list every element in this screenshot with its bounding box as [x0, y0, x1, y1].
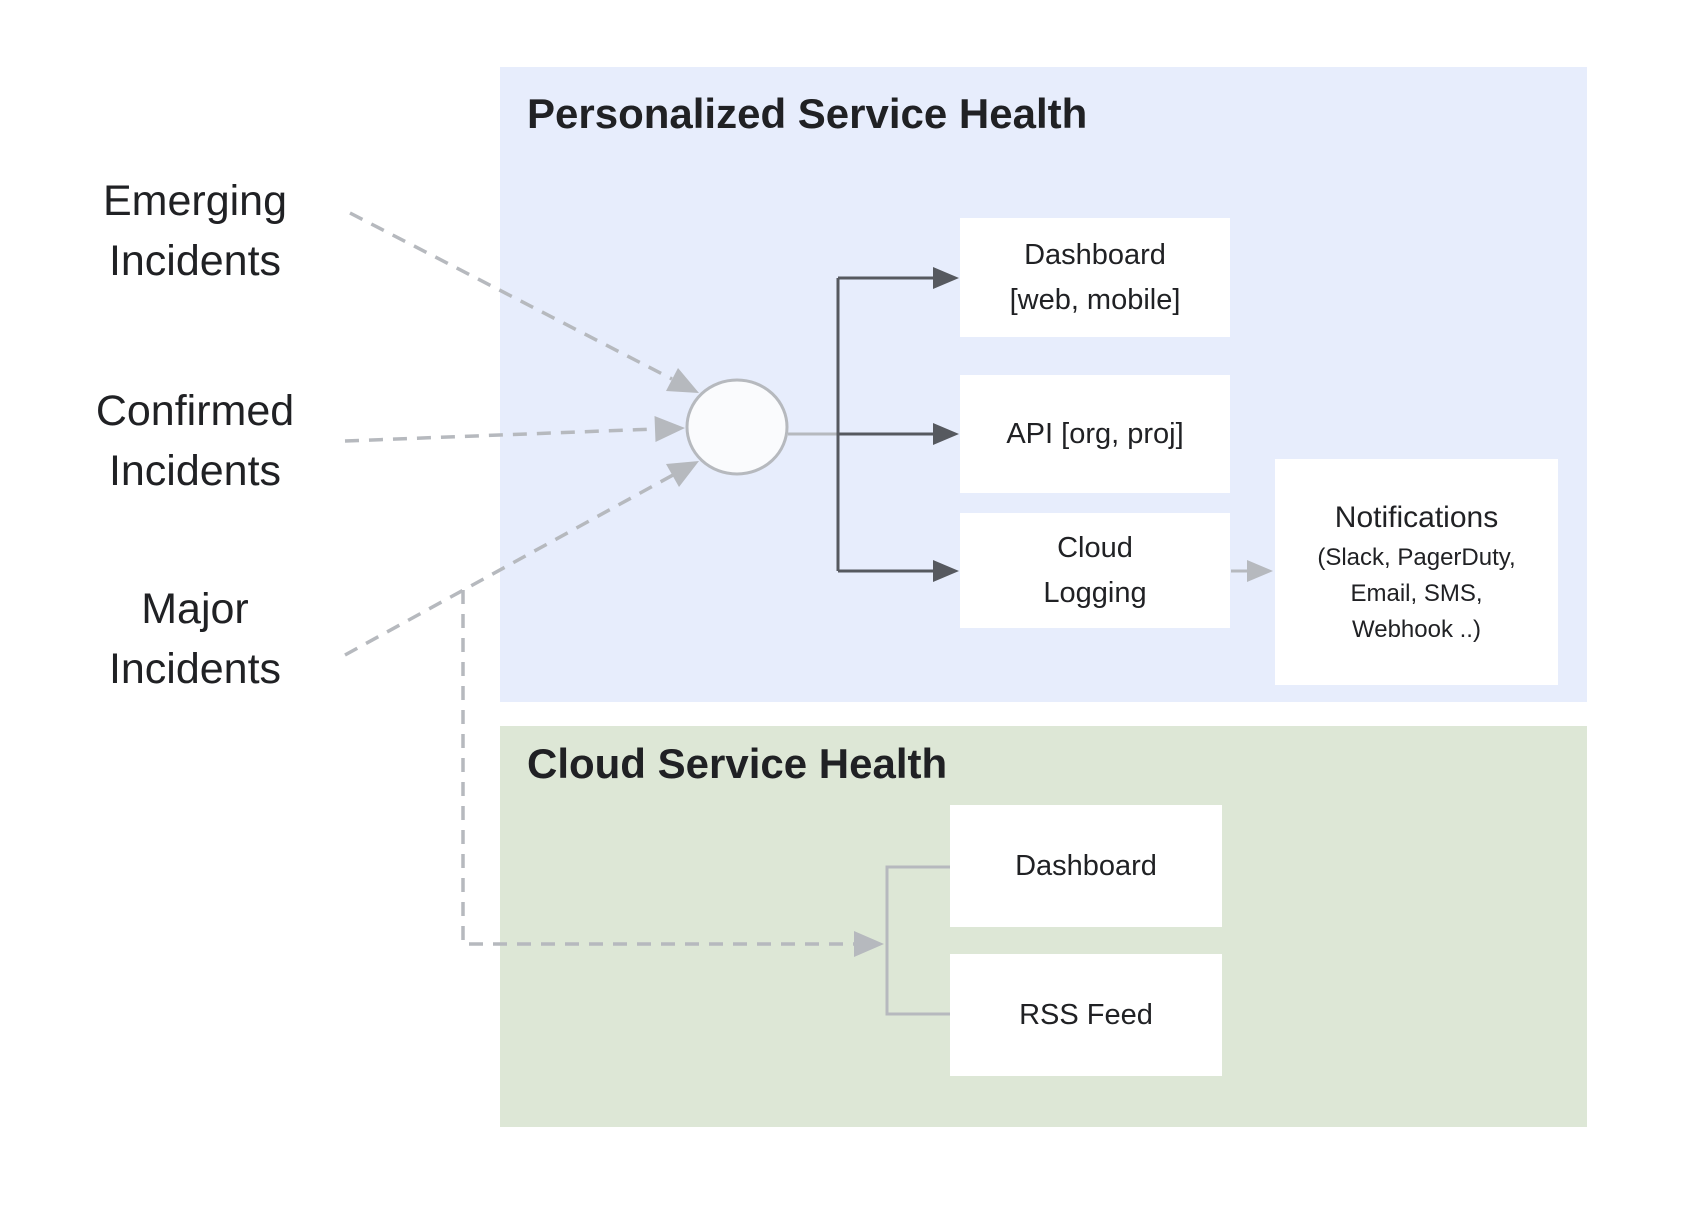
label-line: Confirmed: [95, 387, 295, 435]
confirmed-incidents-arrowhead-icon: [654, 416, 685, 442]
notifications-arrowhead-icon: [1247, 560, 1273, 582]
notifications-box: Notifications (Slack, PagerDuty, Email, …: [1275, 459, 1558, 685]
emerging-incidents-dashed-line: [349, 211, 673, 381]
api-arrowhead-icon: [933, 423, 959, 445]
confirmed-incidents-dashed-line: [344, 427, 656, 443]
cloud-panel-title: Cloud Service Health: [527, 740, 948, 787]
box-line: Cloud: [1057, 531, 1133, 564]
notifications-title: Notifications: [1334, 501, 1499, 534]
box-line: Logging: [1043, 576, 1147, 609]
personalized-panel-title: Personalized Service Health: [527, 90, 1088, 137]
cloud-dashboard-box: Dashboard: [950, 805, 1222, 927]
dashboard-arrowhead-icon: [933, 267, 959, 289]
notifications-sub-line: Webhook ..): [1352, 616, 1481, 643]
label-line: Major: [141, 585, 249, 633]
label-emerging-incidents: Emerging Incidents: [45, 171, 345, 291]
box-line: [web, mobile]: [1009, 283, 1181, 316]
box-line: RSS Feed: [1019, 998, 1153, 1031]
cloud-logging-box: Cloud Logging: [960, 513, 1230, 628]
box-line: API [org, proj]: [1006, 417, 1184, 450]
api-org-proj-box: API [org, proj]: [960, 375, 1230, 493]
notifications-sub-line: (Slack, PagerDuty,: [1317, 544, 1516, 571]
label-line: Incidents: [108, 237, 282, 285]
label-major-incidents: Major Incidents: [45, 579, 345, 699]
dashboard-web-mobile-box: Dashboard [web, mobile]: [960, 218, 1230, 337]
rss-feed-box: RSS Feed: [950, 954, 1222, 1076]
label-line: Incidents: [108, 645, 282, 693]
box-line: Dashboard: [1015, 849, 1157, 882]
cloud-logging-arrowhead-icon: [933, 560, 959, 582]
hub-circle-node: [685, 378, 789, 476]
label-line: Incidents: [108, 447, 282, 495]
notifications-sub-line: Email, SMS,: [1350, 580, 1483, 607]
emerging-incidents-arrowhead-icon: [666, 368, 699, 393]
box-line: Dashboard: [1024, 238, 1166, 271]
cloud-panel-bracket-line: [885, 865, 950, 1016]
cloud-service-health-arrowhead-icon: [854, 931, 884, 957]
label-line: Emerging: [102, 177, 288, 225]
major-incidents-dashed-line: [344, 473, 674, 657]
major-incidents-arrowhead-icon: [666, 461, 699, 487]
label-confirmed-incidents: Confirmed Incidents: [45, 381, 345, 501]
